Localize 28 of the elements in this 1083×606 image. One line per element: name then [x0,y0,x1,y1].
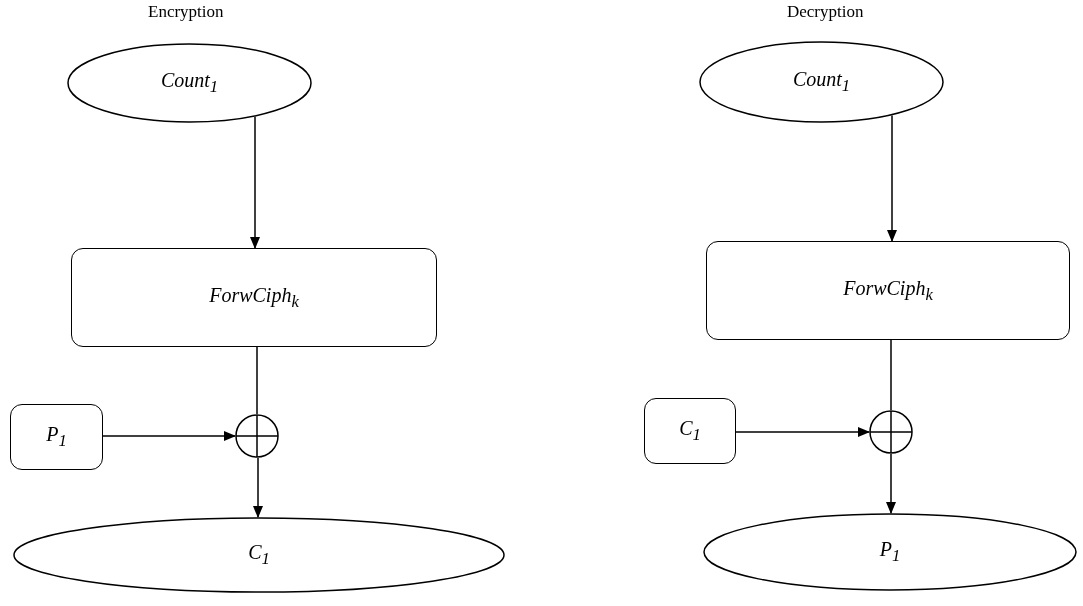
process-box [71,248,437,347]
arrow [250,116,260,249]
arrow [102,431,236,441]
process-box [10,404,103,470]
arrow [253,457,263,518]
xor-circle [869,410,913,454]
arrow [887,114,897,242]
node-label: Count$_{1}$ [792,68,851,96]
connector-line [890,339,892,411]
terminal-ellipse [703,513,1077,591]
node-label: ForwCiph$_{k}$ [209,283,299,312]
node-label: C$_{1}$ [248,541,270,569]
terminal-ellipse [67,43,312,123]
process-box [644,398,736,464]
node-label: Count$_{1}$ [160,69,219,97]
arrow [735,427,870,437]
section-title: Decryption [787,2,864,22]
xor-circle [235,414,279,458]
node-label: P$_{1}$ [46,423,67,451]
section-title: Encryption [148,2,224,22]
node-label: P$_{1}$ [879,538,901,566]
process-box [706,241,1070,340]
node-label: C$_{1}$ [679,417,701,445]
terminal-ellipse [699,41,944,123]
node-label: ForwCiph$_{k}$ [843,276,933,305]
terminal-ellipse [13,517,505,593]
arrow [886,453,896,514]
connector-line [256,346,258,415]
